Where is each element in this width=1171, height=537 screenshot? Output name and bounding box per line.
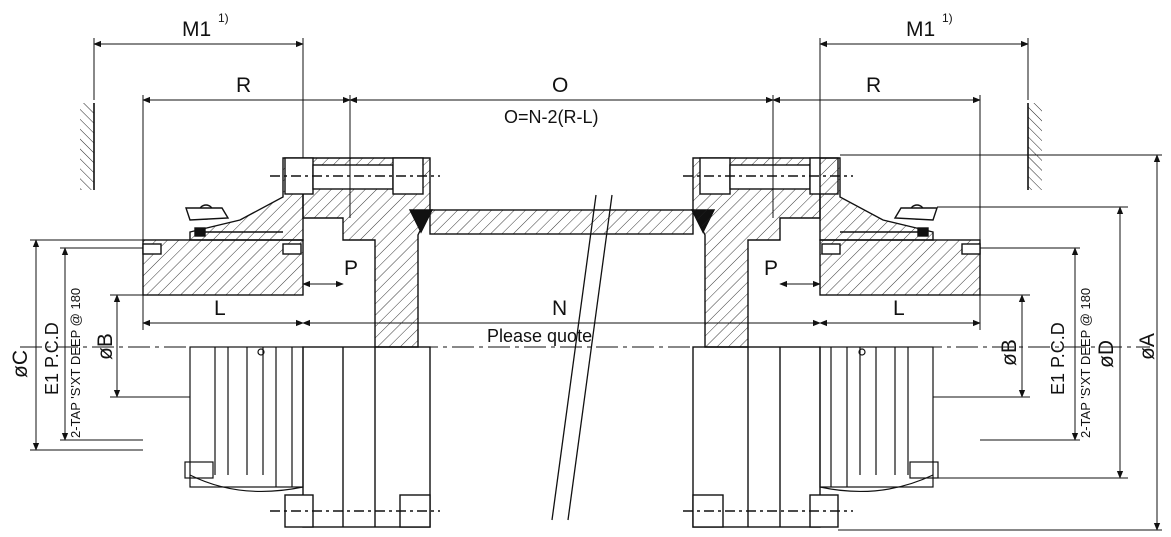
dia-a-label: øA: [1136, 333, 1159, 360]
p-left-label: P: [344, 257, 358, 280]
o-formula-label: O=N-2(R-L): [504, 107, 599, 127]
right-hub-lower: [819, 346, 939, 493]
tap-left-label: 2-TAP 'S'XT DEEP @ 180: [68, 288, 83, 438]
dia-b-right-label: øB: [998, 339, 1021, 366]
l-left-label: L: [214, 297, 226, 320]
svg-text:1): 1): [218, 11, 229, 25]
r-left-label: R: [236, 74, 251, 97]
svg-text:M1: M1: [182, 18, 211, 41]
m1-left-label: M1 1): [182, 11, 229, 41]
spacer-tube: [408, 194, 716, 521]
o-label: O: [552, 74, 568, 97]
svg-text:1): 1): [942, 11, 953, 25]
left-flange: [270, 157, 440, 528]
dia-d-label: øD: [1095, 340, 1118, 368]
left-hub-lower: [184, 346, 304, 493]
dia-c-label: øC: [9, 350, 32, 378]
r-right-label: R: [866, 74, 881, 97]
right-wall: [1027, 103, 1042, 190]
p-right-label: P: [764, 257, 778, 280]
n-label: N: [552, 297, 567, 320]
svg-text:M1: M1: [906, 18, 935, 41]
left-wall: [80, 103, 95, 190]
e1-right-label: E1 P.C.D: [1048, 322, 1068, 395]
right-hub-section: [819, 157, 981, 296]
dia-b-left-label: øB: [94, 333, 117, 360]
tap-right-label: 2-TAP 'S'XT DEEP @ 180: [1078, 288, 1093, 438]
right-flange: [683, 157, 853, 528]
left-hub-section: [142, 157, 304, 296]
m1-right-label: M1 1): [906, 11, 953, 41]
e1-left-label: E1 P.C.D: [42, 322, 62, 395]
dimension-lines: [30, 38, 1162, 531]
please-quote-label: Please quote: [487, 326, 592, 346]
l-right-label: L: [893, 297, 905, 320]
